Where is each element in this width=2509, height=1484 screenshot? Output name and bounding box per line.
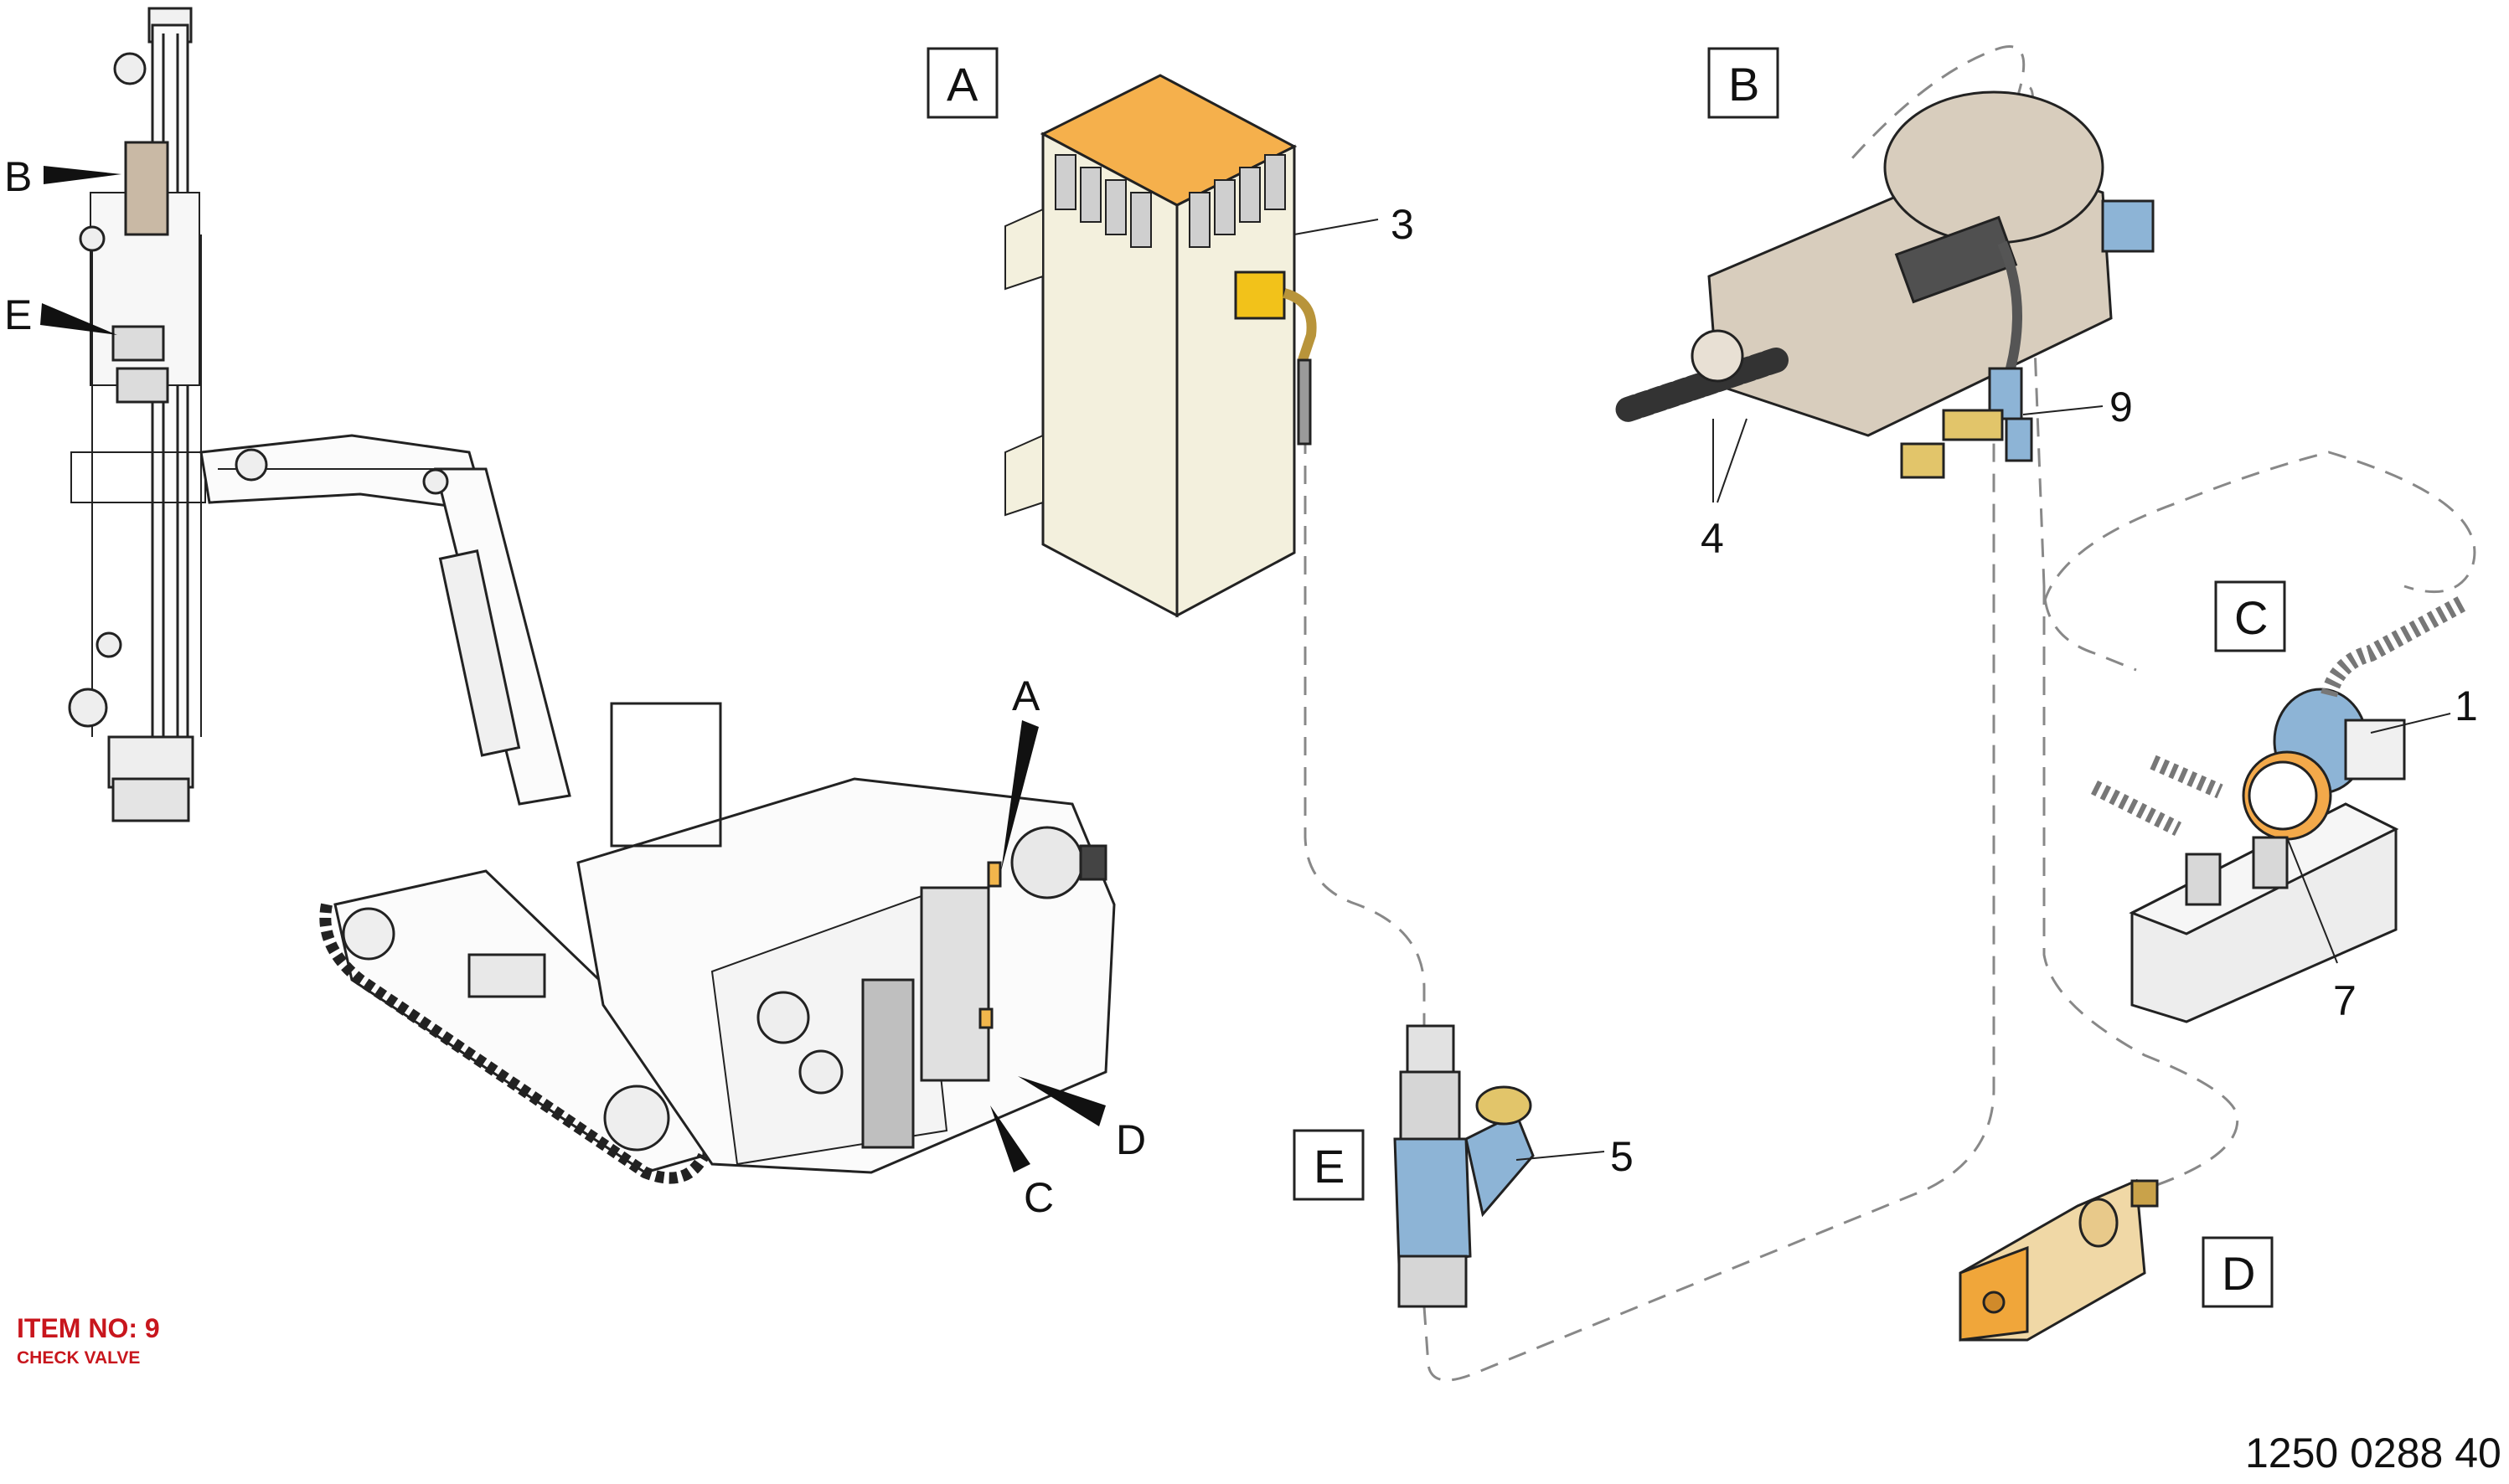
callout-7: 7: [2333, 977, 2357, 1024]
callout-1: 1: [2455, 683, 2478, 729]
detail-d-solenoid-valve: [1959, 1178, 2274, 1342]
item-number-title: ITEM NO: 9: [17, 1313, 160, 1343]
pointer-label-d: D: [1116, 1116, 1146, 1163]
detail-box-d: [2202, 1236, 2274, 1308]
overview-pointer-labels: B E A C D: [4, 153, 1146, 1221]
detail-letter-d: D: [2222, 1247, 2255, 1300]
detail-c-gauge-block: [2090, 580, 2467, 1023]
pointer-label-c: C: [1024, 1174, 1054, 1221]
pointer-label-a: A: [1012, 672, 1040, 719]
detail-box-c: [2214, 580, 2286, 652]
callout-4: 4: [1701, 515, 1724, 562]
pointer-arrow-e: [40, 303, 117, 335]
detail-letter-a: A: [947, 58, 978, 111]
crawler-track: [319, 869, 710, 1184]
power-pack-body: [467, 702, 1116, 1174]
detail-letter-c: C: [2234, 591, 2268, 644]
detail-box-a: [927, 47, 999, 119]
detail-letter-e: E: [1314, 1140, 1345, 1193]
drawing-number: 1250 0288 40: [2245, 1430, 2501, 1476]
pointer-label-e: E: [4, 291, 32, 338]
pointer-arrow-a: [1001, 720, 1039, 871]
overview-pointers: [40, 166, 1106, 1172]
pointer-arrow-d: [1018, 1076, 1106, 1126]
hose-route-cabinet-to-strainer: [1304, 435, 1426, 1055]
detail-a-cabinet: [927, 47, 1379, 618]
detail-box-e: [1293, 1129, 1365, 1201]
callout-9: 9: [2109, 384, 2133, 430]
boom-arm: [199, 434, 571, 806]
detail-letter-b: B: [1728, 58, 1759, 111]
pointer-arrow-c: [990, 1105, 1030, 1172]
hose-route-block-to-solenoid: [2042, 586, 2239, 1191]
pointer-arrow-b: [44, 166, 121, 184]
feed-mast: [68, 7, 206, 822]
drill-rig-overview: [68, 7, 1116, 1184]
item-description: CHECK VALVE: [17, 1348, 140, 1368]
detail-box-b: [1707, 47, 1779, 119]
detail-b-rock-drill: [1613, 47, 2155, 503]
callout-3: 3: [1391, 201, 1414, 248]
callout-5: 5: [1610, 1133, 1634, 1180]
pointer-label-b: B: [4, 153, 32, 200]
hose-route-block-return: [2042, 451, 2476, 604]
detail-e-strainer: [1293, 1024, 1605, 1308]
